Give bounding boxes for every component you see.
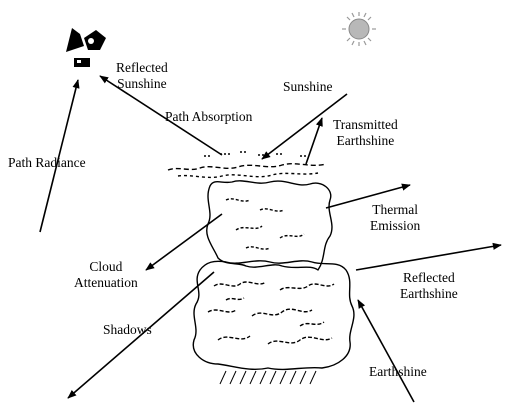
- label-reflected-sunshine: Reflected Sunshine: [116, 60, 168, 92]
- label-thermal-emission: Thermal Emission: [370, 202, 420, 234]
- cloud-icon: [168, 152, 354, 369]
- label-shadows: Shadows: [103, 322, 152, 338]
- label-path-radiance: Path Radiance: [8, 155, 86, 171]
- ground-hatch-icon: [220, 371, 316, 384]
- cloud-attenuation-arrow: [146, 214, 222, 270]
- transmitted-earthshine-arrow: [306, 118, 322, 164]
- label-reflected-earthshine: Reflected Earthshine: [400, 270, 458, 302]
- satellite-icon: [66, 28, 106, 67]
- earthshine-arrow: [358, 300, 414, 402]
- label-transmitted-earthshine: Transmitted Earthshine: [333, 117, 398, 149]
- label-earthshine: Earthshine: [369, 364, 427, 380]
- label-sunshine: Sunshine: [283, 79, 333, 95]
- reflected-earthshine-arrow: [356, 245, 501, 270]
- sun-icon: [342, 12, 376, 46]
- label-path-absorption: Path Absorption: [165, 109, 252, 125]
- label-cloud-attenuation: Cloud Attenuation: [74, 259, 138, 291]
